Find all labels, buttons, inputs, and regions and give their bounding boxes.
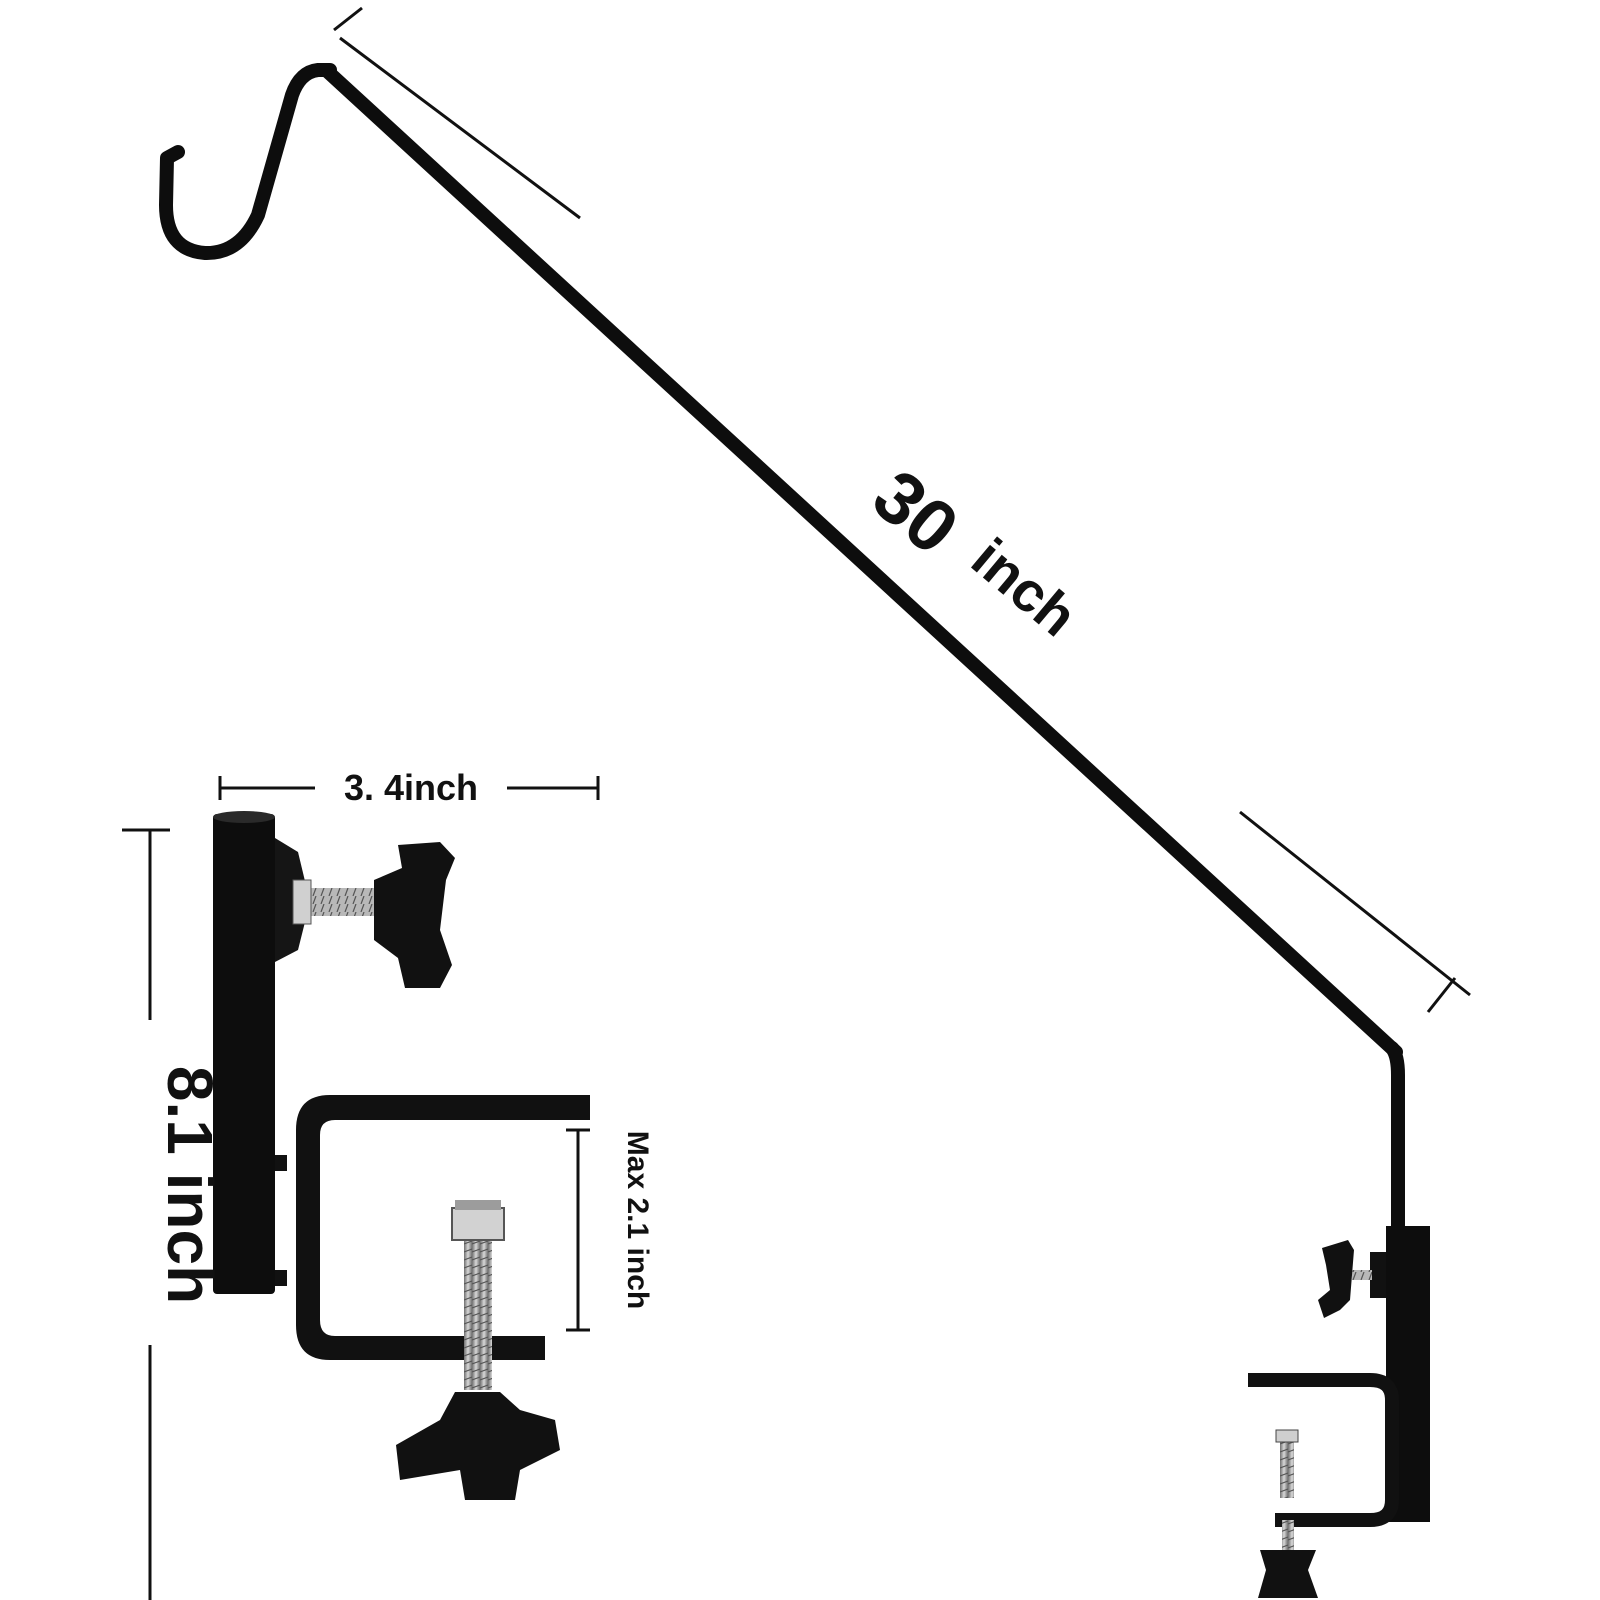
arm-rod	[319, 63, 1403, 1059]
mounted-knob	[1318, 1240, 1354, 1318]
top-screw	[305, 888, 375, 916]
top-wing-knob	[374, 842, 455, 988]
hook-arm	[159, 63, 1405, 1237]
mounted-bottom-knob	[1258, 1550, 1318, 1598]
arm-length-number: 30	[858, 454, 974, 570]
hook-curl	[159, 63, 337, 260]
clamp-height-label: 8.1 inch	[154, 1066, 226, 1304]
arm-dimension	[333, 6, 1471, 1013]
opening-dimension	[566, 1128, 590, 1332]
screw-head	[451, 1207, 505, 1241]
clamp-width-label: 3. 4inch	[344, 767, 478, 808]
clamp-detail	[213, 811, 590, 1500]
clamp-sleeve	[213, 814, 275, 1294]
mounted-c-frame	[1248, 1373, 1399, 1527]
mounted-clamp	[1248, 1226, 1430, 1598]
clamp-opening-label: Max 2.1 inch	[621, 1131, 654, 1309]
height-dimension	[122, 828, 170, 1600]
bottom-wing-knob	[396, 1392, 560, 1500]
width-dimension	[218, 776, 600, 800]
clamp-c-frame	[296, 1095, 590, 1360]
arm-length-unit: inch	[960, 526, 1089, 648]
arm-bend	[1385, 1041, 1405, 1237]
